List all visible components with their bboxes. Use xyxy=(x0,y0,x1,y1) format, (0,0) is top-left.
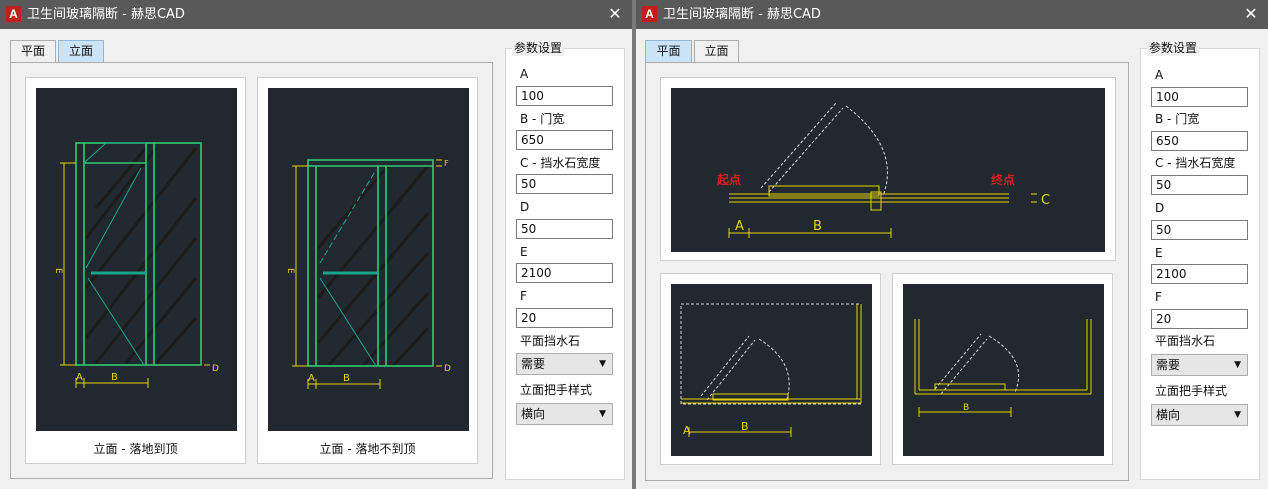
param-input-e[interactable]: 2100 xyxy=(516,263,613,283)
cad-drawing: A B xyxy=(671,284,872,456)
param-label-f: F xyxy=(520,289,527,303)
dim-label-e: E xyxy=(53,268,63,274)
app-logo-icon: A xyxy=(642,6,657,22)
close-button[interactable]: ✕ xyxy=(1244,4,1258,23)
param-input-d[interactable]: 50 xyxy=(516,219,613,239)
plan-drawing-svg: A B xyxy=(680,303,862,437)
cad-label-start: 起点 xyxy=(716,172,741,187)
dialog-window-elevation: A 卫生间玻璃隔断 - 赫思CAD ✕ 平面 立面 xyxy=(0,0,632,489)
plan-stone-value: 需要 xyxy=(521,357,546,371)
title-bar: A 卫生间玻璃隔断 - 赫思CAD ✕ xyxy=(0,0,632,29)
dim-label-c: C xyxy=(1041,193,1050,208)
param-label-handle: 立面把手样式 xyxy=(520,383,593,397)
handle-style-value: 横向 xyxy=(521,407,546,421)
chevron-down-icon: ▼ xyxy=(1234,410,1241,420)
param-input-f[interactable]: 20 xyxy=(516,308,613,328)
dim-label-b: B xyxy=(111,372,118,383)
param-group-title: 参数设置 xyxy=(512,40,565,56)
param-input-f[interactable]: 20 xyxy=(1151,309,1248,329)
plan-stone-select[interactable]: 需要 ▼ xyxy=(516,353,613,375)
param-label-b: B - 门宽 xyxy=(520,112,565,126)
handle-style-select[interactable]: 横向 ▼ xyxy=(516,403,613,425)
param-input-c[interactable]: 50 xyxy=(516,174,613,194)
plan-drawing-svg: B xyxy=(914,319,1092,417)
window-title: 卫生间玻璃隔断 - 赫思CAD xyxy=(27,7,185,22)
param-input-b[interactable]: 650 xyxy=(516,130,613,150)
dim-label-f: F xyxy=(444,159,449,168)
param-label-handle: 立面把手样式 xyxy=(1155,384,1228,398)
param-label-e: E xyxy=(520,245,528,259)
param-label-b: B - 门宽 xyxy=(1155,112,1200,126)
param-group: 参数设置 A 100 B - 门宽 650 C - 挡水石宽度 50 D 50 … xyxy=(1140,40,1260,480)
preview-plan-corner-left[interactable]: A B xyxy=(660,273,881,465)
param-label-plan-stone: 平面挡水石 xyxy=(1155,334,1216,348)
plan-stone-select[interactable]: 需要 ▼ xyxy=(1151,354,1248,376)
param-input-a[interactable]: 100 xyxy=(1151,87,1248,107)
param-input-d[interactable]: 50 xyxy=(1151,220,1248,240)
dim-label-a: A xyxy=(735,219,744,234)
elevation-drawing-svg: E A B D xyxy=(53,142,219,388)
tab-panel-elevation: E A B D 立面 - 落地到顶 xyxy=(10,62,493,479)
tab-plan[interactable]: 平面 xyxy=(10,40,56,62)
chevron-down-icon: ▼ xyxy=(599,409,606,419)
dialog-window-plan: A 卫生间玻璃隔断 - 赫思CAD ✕ 平面 立面 xyxy=(636,0,1268,489)
close-button[interactable]: ✕ xyxy=(608,4,622,23)
dim-label-b: B xyxy=(343,373,350,384)
dim-label-a: A xyxy=(308,373,315,384)
param-input-c[interactable]: 50 xyxy=(1151,175,1248,195)
param-input-e[interactable]: 2100 xyxy=(1151,264,1248,284)
title-bar: A 卫生间玻璃隔断 - 赫思CAD ✕ xyxy=(636,0,1268,29)
chevron-down-icon: ▼ xyxy=(599,359,606,369)
preview-plan-straight[interactable]: 起点 终点 A B C xyxy=(660,77,1116,261)
handle-style-value: 横向 xyxy=(1156,408,1181,422)
preview-caption: 立面 - 落地不到顶 xyxy=(319,442,416,456)
param-label-c: C - 挡水石宽度 xyxy=(1155,156,1236,170)
plan-stone-value: 需要 xyxy=(1156,358,1181,372)
elevation-drawing-svg: E A B F D xyxy=(285,159,451,389)
plan-drawing-svg: 起点 终点 A B C xyxy=(716,102,1050,238)
param-label-d: D xyxy=(520,200,530,214)
cad-drawing: E A B D xyxy=(36,88,237,431)
param-label-e: E xyxy=(1155,246,1163,260)
preview-floor-not-to-ceiling[interactable]: E A B F D 立面 - 落地不到顶 xyxy=(257,77,478,464)
cad-drawing: 起点 终点 A B C xyxy=(671,88,1105,252)
preview-floor-to-ceiling[interactable]: E A B D 立面 - 落地到顶 xyxy=(25,77,246,464)
param-label-plan-stone: 平面挡水石 xyxy=(520,334,581,348)
tab-plan[interactable]: 平面 xyxy=(645,40,692,62)
dim-label-d: D xyxy=(212,364,219,374)
cad-label-end: 终点 xyxy=(991,172,1015,187)
dim-label-d: D xyxy=(444,364,451,374)
window-title: 卫生间玻璃隔断 - 赫思CAD xyxy=(663,7,821,22)
dim-label-b: B xyxy=(741,420,749,433)
param-group-title: 参数设置 xyxy=(1147,40,1200,56)
dim-label-b: B xyxy=(963,403,969,413)
param-input-a[interactable]: 100 xyxy=(516,86,613,106)
tab-elevation[interactable]: 立面 xyxy=(58,40,104,62)
param-group: 参数设置 A 100 B - 门宽 650 C - 挡水石宽度 50 D 50 … xyxy=(505,40,625,480)
param-label-d: D xyxy=(1155,201,1165,215)
param-label-a: A xyxy=(1155,68,1164,82)
app-logo-icon: A xyxy=(6,6,21,22)
cad-drawing: E A B F D xyxy=(268,88,469,431)
preview-plan-u-shape[interactable]: B xyxy=(892,273,1113,465)
dim-label-a: A xyxy=(76,372,83,383)
dim-label-a: A xyxy=(683,424,691,437)
dim-label-e: E xyxy=(285,268,295,274)
param-label-c: C - 挡水石宽度 xyxy=(520,156,601,170)
param-input-b[interactable]: 650 xyxy=(1151,131,1248,151)
param-label-a: A xyxy=(520,67,529,81)
chevron-down-icon: ▼ xyxy=(1234,360,1241,370)
cad-drawing: B xyxy=(903,284,1104,456)
preview-caption: 立面 - 落地到顶 xyxy=(93,442,178,456)
tab-panel-plan: 起点 终点 A B C xyxy=(645,62,1129,481)
param-label-f: F xyxy=(1155,290,1162,304)
dim-label-b: B xyxy=(813,219,822,234)
handle-style-select[interactable]: 横向 ▼ xyxy=(1151,404,1248,426)
tab-elevation[interactable]: 立面 xyxy=(694,40,739,62)
